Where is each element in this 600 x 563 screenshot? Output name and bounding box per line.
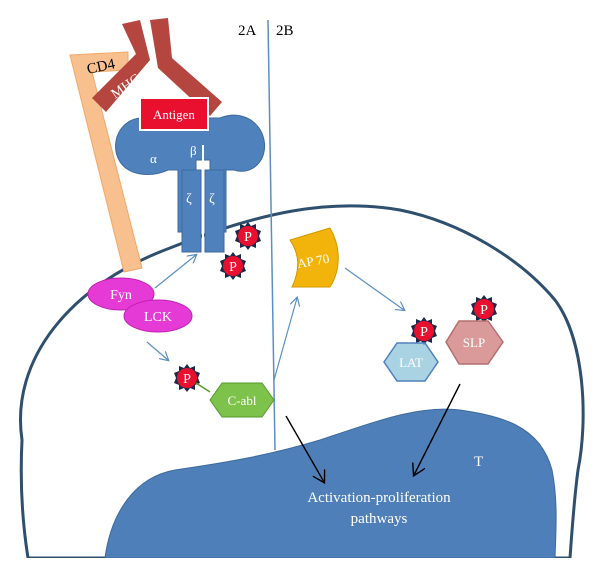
arrow-zap70-to-lat	[344, 267, 404, 310]
mhc-molecule	[92, 20, 150, 112]
phospho-label: P	[183, 372, 191, 387]
zap70-kinase	[289, 227, 339, 288]
cabl-kinase	[209, 382, 275, 418]
tcr-zeta-chain-right	[204, 169, 225, 253]
phospho-badge-slp: P	[471, 295, 497, 323]
alpha-label: α	[150, 151, 157, 166]
lat-label: LAT	[399, 355, 423, 370]
phospho-label: P	[229, 260, 237, 275]
fyn-label: Fyn	[110, 288, 132, 303]
pathway-label-line1: Activation-proliferation	[307, 490, 451, 506]
cabl-link	[195, 382, 211, 393]
zeta-right-label: ζ	[209, 192, 215, 207]
arrow-cabl-to-pathways	[285, 415, 324, 482]
panel-label-left: 2A	[238, 23, 257, 39]
tcr-zeta-chain-left	[181, 169, 202, 253]
lck-label: LCK	[144, 310, 172, 325]
slp-adaptor	[445, 320, 504, 365]
fyn-kinase	[87, 277, 155, 311]
pathway-label-line2: pathways	[351, 511, 408, 527]
lck-kinase	[123, 299, 193, 333]
phospho-label: P	[480, 303, 488, 318]
slp-label: SLP	[463, 335, 485, 350]
arrow-cabl-to-zap70	[273, 298, 297, 381]
antigen-box	[139, 97, 209, 131]
zeta-left-label: ζ	[186, 192, 192, 207]
beta-label: β	[190, 143, 197, 158]
nucleus-label: T	[474, 454, 483, 470]
phospho-badge-zeta-2: P	[220, 252, 246, 280]
phospho-badge-cabl: P	[174, 364, 200, 392]
mhc-molecule-right	[150, 18, 222, 116]
cd4-label: CD4	[86, 56, 118, 78]
cabl-label: C-abl	[228, 393, 257, 408]
arrow-slp-to-pathways	[414, 383, 461, 475]
zap70-label: ZAP 70	[288, 251, 330, 273]
arrow-lck-to-cabl	[146, 341, 168, 360]
nucleus	[104, 408, 557, 559]
phospho-badge-lat: P	[411, 317, 437, 345]
phospho-badge-zeta-1: P	[235, 222, 261, 250]
cd4-coreceptor	[69, 51, 143, 273]
antigen-label: Antigen	[153, 107, 195, 122]
lat-adaptor	[383, 342, 439, 382]
arrow-fyn-to-tcr	[154, 255, 196, 289]
phospho-label: P	[244, 230, 252, 245]
phospho-label: P	[420, 325, 428, 340]
panel-divider	[267, 19, 276, 451]
panel-label-right: 2B	[276, 23, 294, 39]
